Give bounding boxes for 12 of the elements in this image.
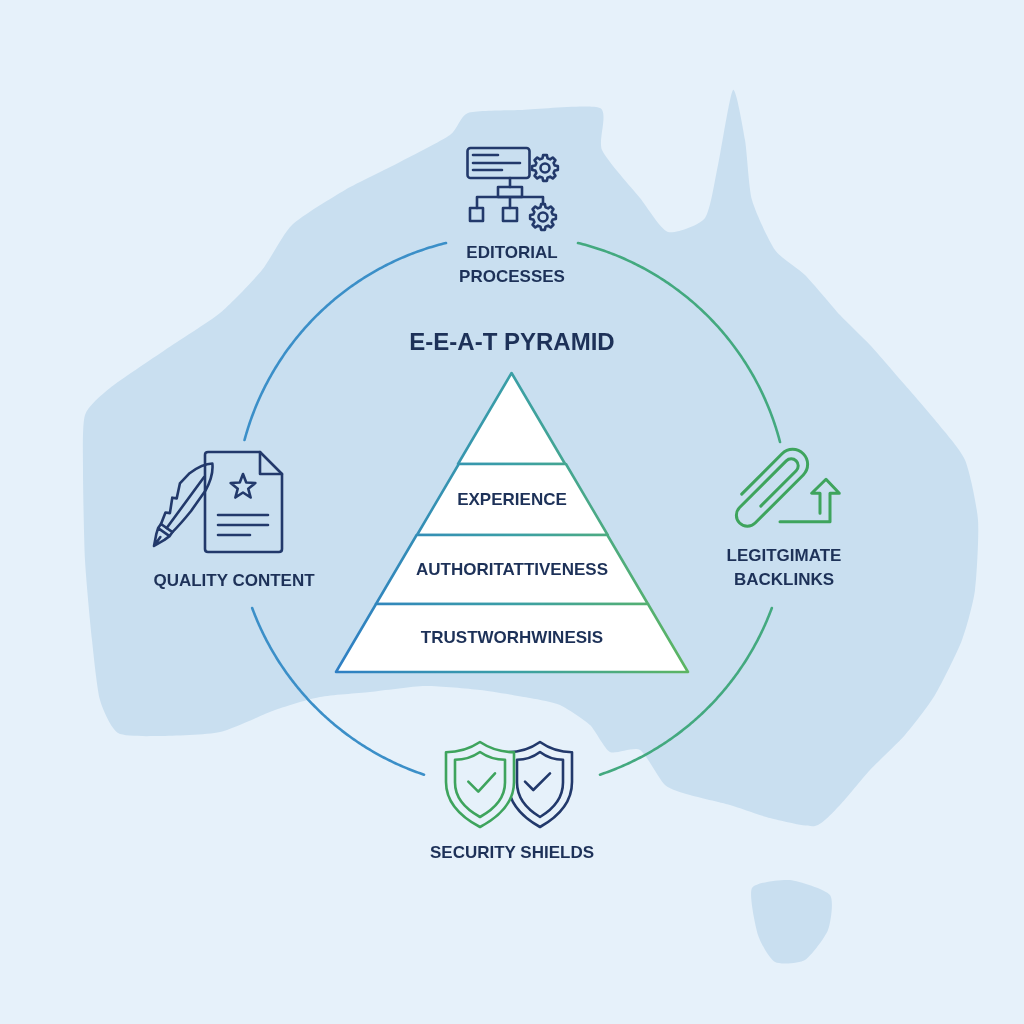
- pillar-label: LEGITGIMATE BACKLINKS: [725, 545, 843, 591]
- circle-arc: [250, 606, 426, 776]
- tier-label: EXPERIENCE: [457, 488, 567, 511]
- circle-arc: [243, 241, 448, 442]
- circle-arc: [576, 241, 782, 444]
- pillar-label: SECURITY SHIELDS: [429, 842, 595, 864]
- pyramid-title: E-E-A-T PYRAMID: [409, 327, 615, 357]
- pillar-label: EDITORIAL PROCESSES: [458, 242, 566, 288]
- pillar-label: QUALITY CONTENT: [153, 570, 315, 592]
- tier-label: TRUSTWORHWINESIS: [420, 627, 604, 649]
- circle-arc: [598, 606, 774, 776]
- tier-label: AUTHORITATTIVENESS: [415, 558, 608, 581]
